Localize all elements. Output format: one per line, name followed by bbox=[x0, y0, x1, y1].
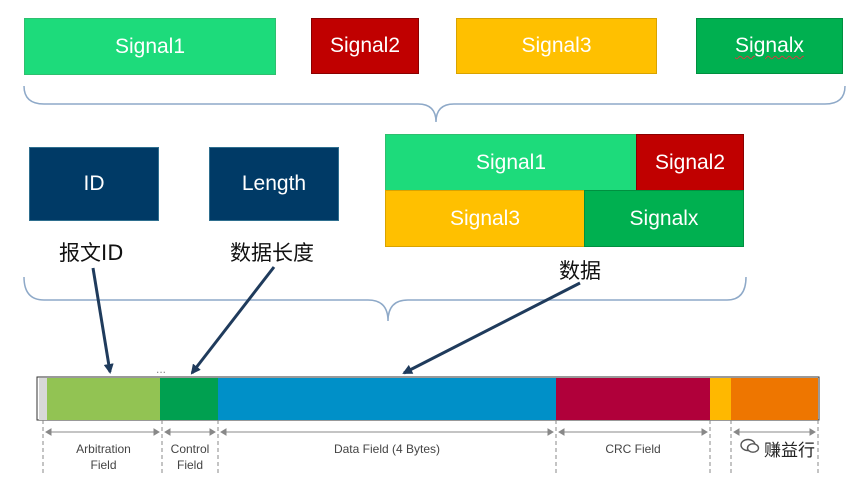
frame-ack bbox=[710, 378, 731, 420]
wechat-icon bbox=[740, 438, 760, 459]
caption-data-length: 数据长度 bbox=[230, 241, 314, 265]
label-control-line1: Control bbox=[170, 442, 210, 456]
label-arbitration-line1: Arbitration bbox=[76, 442, 131, 456]
arrow-length bbox=[190, 266, 276, 375]
arrow-data bbox=[402, 281, 581, 375]
label-data-field: Data Field (4 Bytes) bbox=[218, 441, 556, 457]
label-arbitration: Arbitration Field bbox=[47, 441, 160, 473]
frame-arbitration bbox=[47, 378, 160, 420]
payload-signal2: Signal2 bbox=[636, 134, 744, 191]
top-brace bbox=[23, 85, 846, 123]
label-control-line2: Field bbox=[176, 458, 203, 472]
top-signal3: Signal3 bbox=[456, 18, 657, 74]
frame-outline bbox=[36, 376, 820, 421]
payload-signal3-label: Signal3 bbox=[449, 206, 521, 230]
length-box: Length bbox=[209, 147, 339, 221]
watermark-text: 赚益行 bbox=[764, 441, 815, 461]
top-signal2: Signal2 bbox=[311, 18, 419, 74]
label-crc-field-line1: CRC Field bbox=[605, 442, 661, 456]
field-dividers bbox=[42, 420, 819, 476]
payload-signalx: Signalx bbox=[584, 190, 744, 247]
field-span-arrows bbox=[45, 428, 816, 436]
label-crc-field: CRC Field bbox=[556, 441, 710, 457]
watermark: 赚益行 bbox=[740, 436, 815, 461]
top-signalx-label: Signalx bbox=[735, 34, 804, 57]
payload-signalx-label: Signalx bbox=[629, 206, 699, 230]
frame-sof bbox=[39, 378, 47, 420]
top-signal3-label: Signal3 bbox=[521, 34, 592, 57]
top-signal2-label: Signal2 bbox=[329, 34, 401, 57]
top-signal1: Signal1 bbox=[24, 18, 276, 75]
top-signal1-label: Signal1 bbox=[114, 34, 186, 58]
label-arbitration-line2: Field bbox=[90, 458, 117, 472]
length-box-label: Length bbox=[241, 172, 307, 195]
top-signalx: Signalx bbox=[696, 18, 843, 74]
caption-data: 数据 bbox=[559, 259, 601, 283]
middle-brace bbox=[23, 276, 747, 322]
caption-message-id: 报文ID bbox=[59, 241, 124, 265]
arrow-id bbox=[91, 267, 114, 374]
label-control: Control Field bbox=[162, 441, 218, 473]
payload-signal1-label: Signal1 bbox=[475, 150, 547, 174]
id-box-label: ID bbox=[83, 172, 105, 195]
frame-eof bbox=[731, 378, 818, 420]
frame-data bbox=[218, 378, 556, 420]
payload-signal2-label: Signal2 bbox=[654, 150, 726, 174]
payload-signal3: Signal3 bbox=[385, 190, 585, 247]
payload-signal1: Signal1 bbox=[385, 134, 637, 191]
id-box: ID bbox=[29, 147, 159, 221]
frame-crc bbox=[556, 378, 710, 420]
frame-control bbox=[160, 378, 218, 420]
label-data-field-line1: Data Field (4 Bytes) bbox=[333, 442, 441, 456]
frame-dots: ... bbox=[156, 362, 167, 376]
